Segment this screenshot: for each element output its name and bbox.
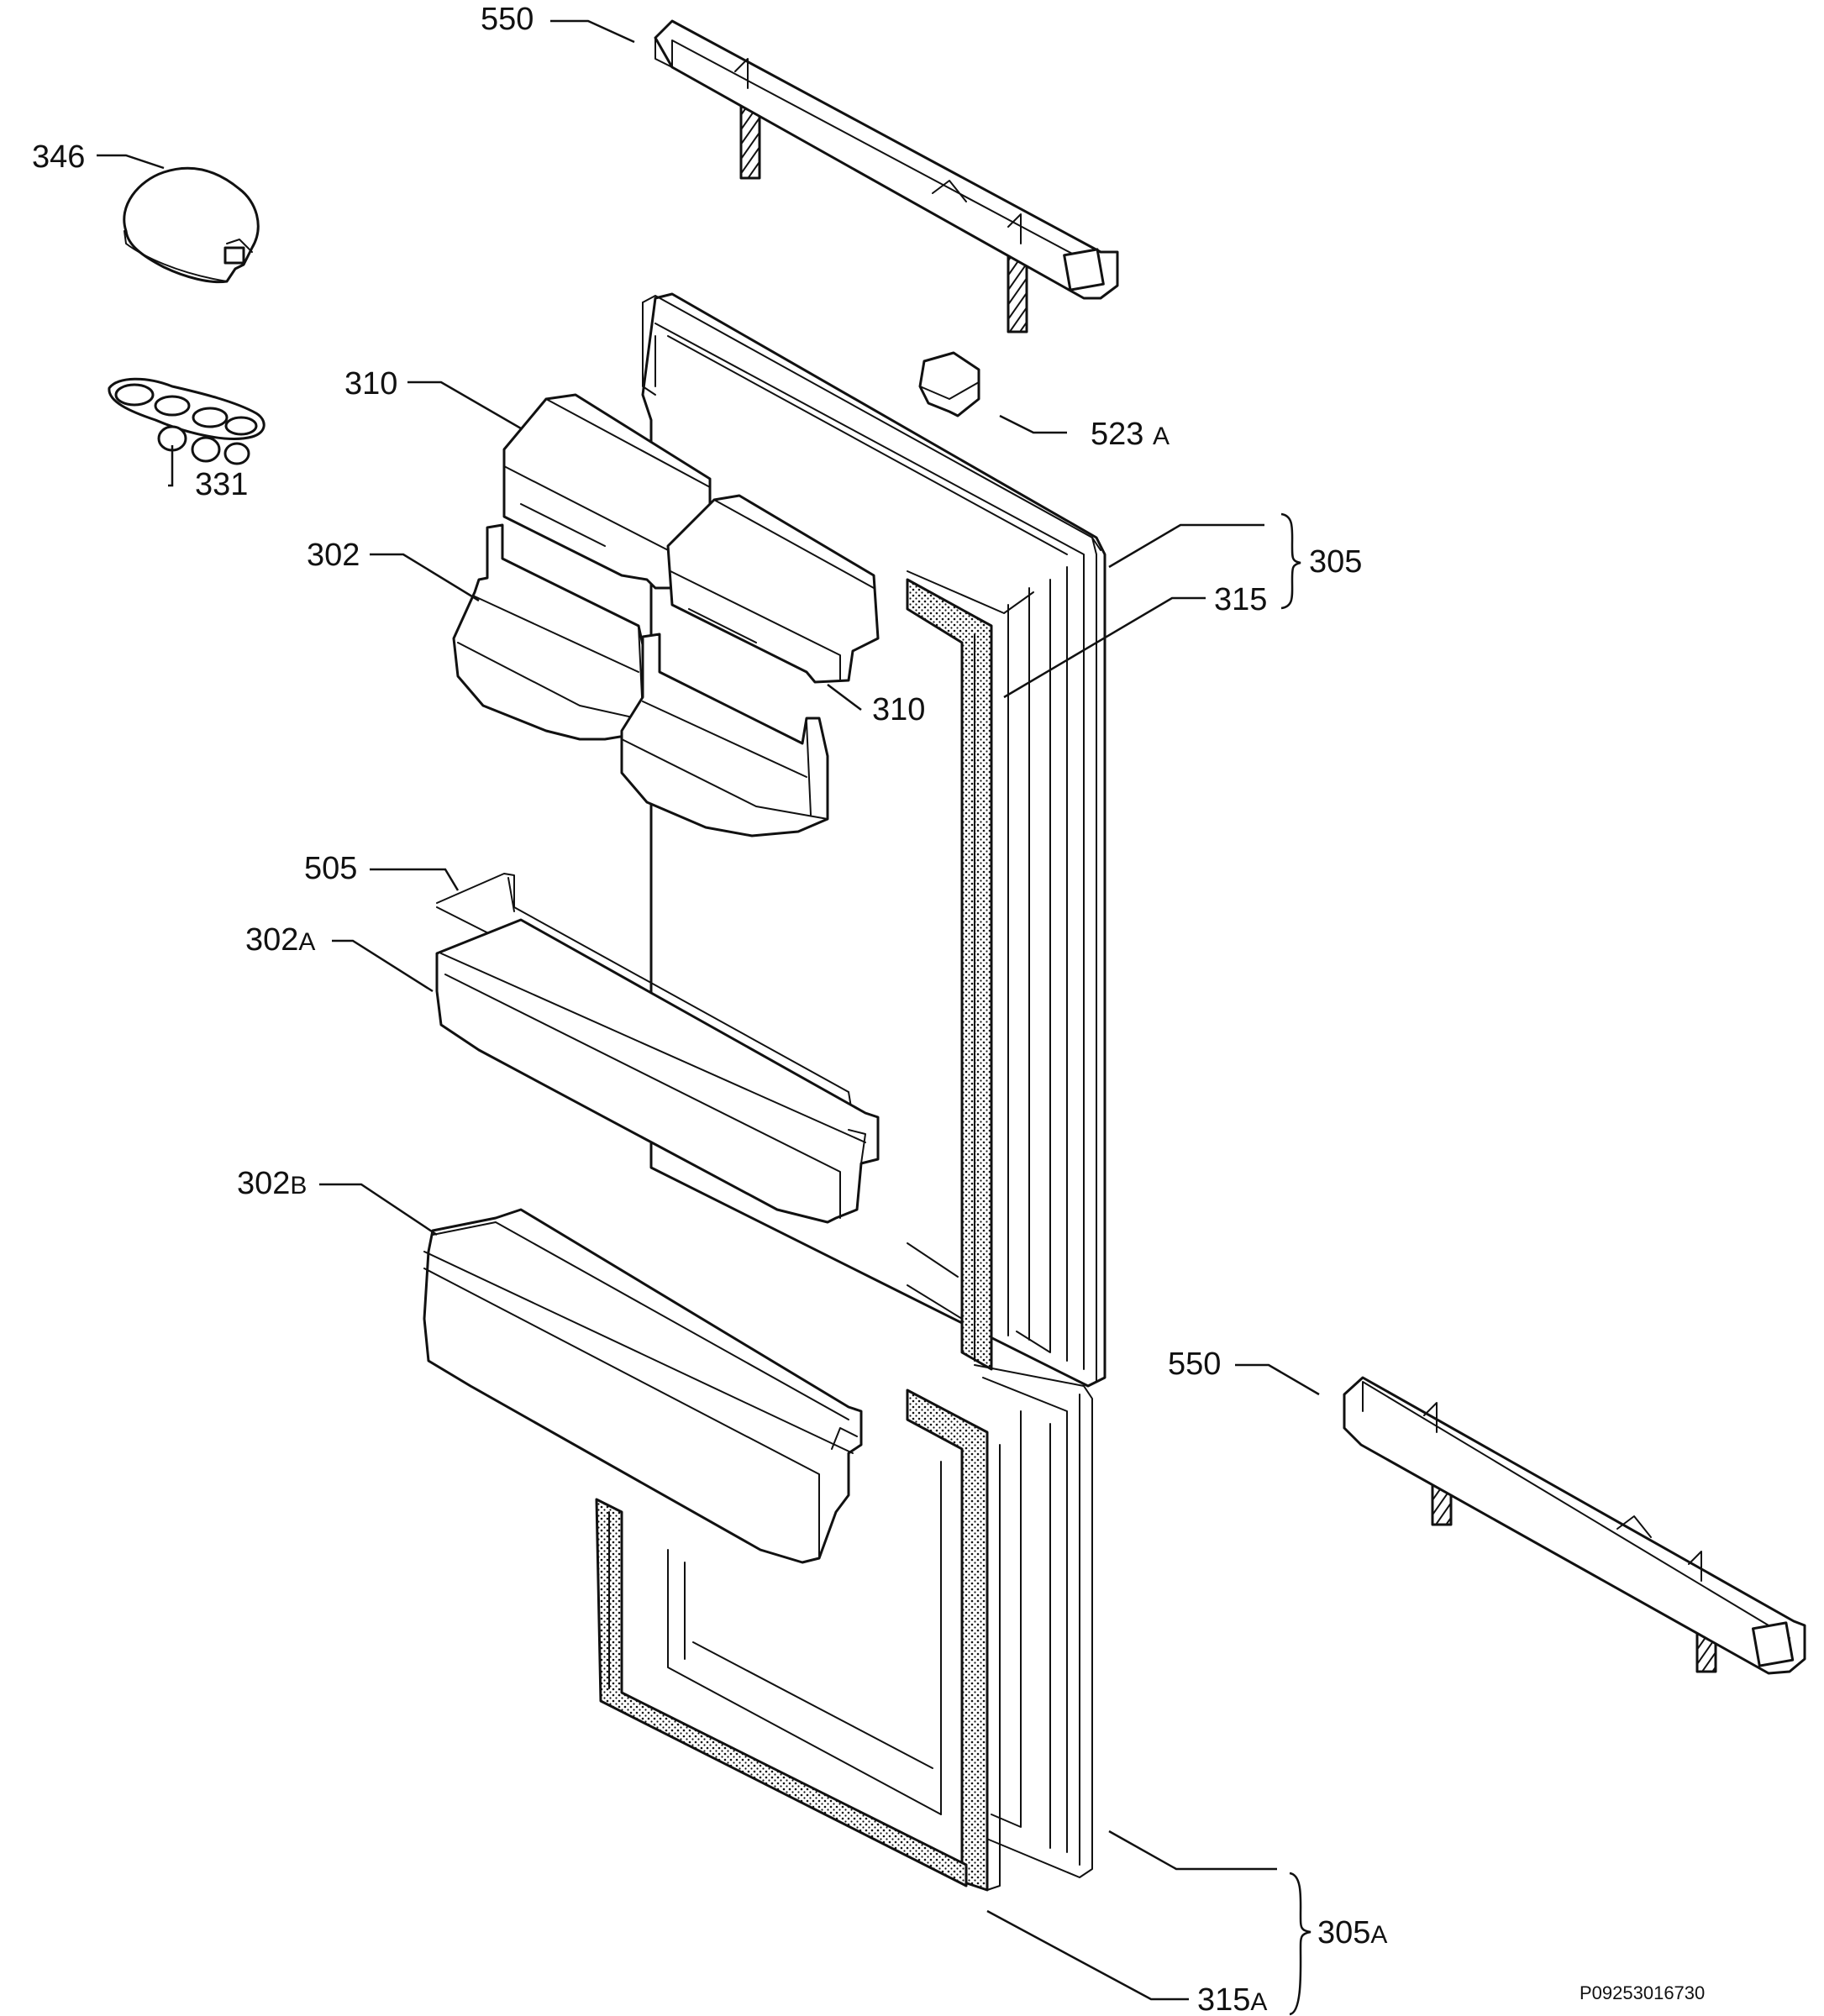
callout-550-bottom: 550 xyxy=(1168,1347,1222,1382)
callout-315: 315 xyxy=(1214,582,1268,617)
door-shelf-302-part xyxy=(452,523,829,837)
door-handle-top-part xyxy=(654,19,1119,333)
door-handle-bottom-part xyxy=(1343,1376,1806,1675)
callout-305: 305 xyxy=(1309,544,1363,580)
callout-302: 302 xyxy=(307,538,360,573)
callout-302a: 302A xyxy=(245,922,316,958)
drawing-code: P09253016730 xyxy=(1580,1982,1706,2003)
bracket-305 xyxy=(1280,512,1301,610)
callout-505: 505 xyxy=(304,851,358,886)
bracket-305a xyxy=(1289,1872,1311,2016)
door-305a-part xyxy=(595,1364,1093,1892)
callout-305a: 305A xyxy=(1317,1915,1388,1950)
cover-346-part xyxy=(123,166,260,284)
clip-523a-part xyxy=(918,351,980,417)
callout-310-mid: 310 xyxy=(872,692,926,727)
callout-550-top: 550 xyxy=(481,2,534,37)
callout-315a: 315A xyxy=(1197,1982,1268,2016)
door-305-part xyxy=(641,292,1106,1388)
leader-lines xyxy=(97,19,1320,2001)
shelf-302a-part xyxy=(435,873,880,1224)
callout-302b: 302B xyxy=(237,1166,308,1201)
callout-346: 346 xyxy=(32,139,86,175)
callout-331: 331 xyxy=(195,467,249,502)
butter-box-310-mid-part xyxy=(666,494,880,684)
callout-523a: 523 A xyxy=(1091,417,1170,452)
egg-tray-331-part xyxy=(108,377,265,465)
callout-310-top: 310 xyxy=(344,366,398,402)
shelf-302b-part xyxy=(423,1208,863,1564)
